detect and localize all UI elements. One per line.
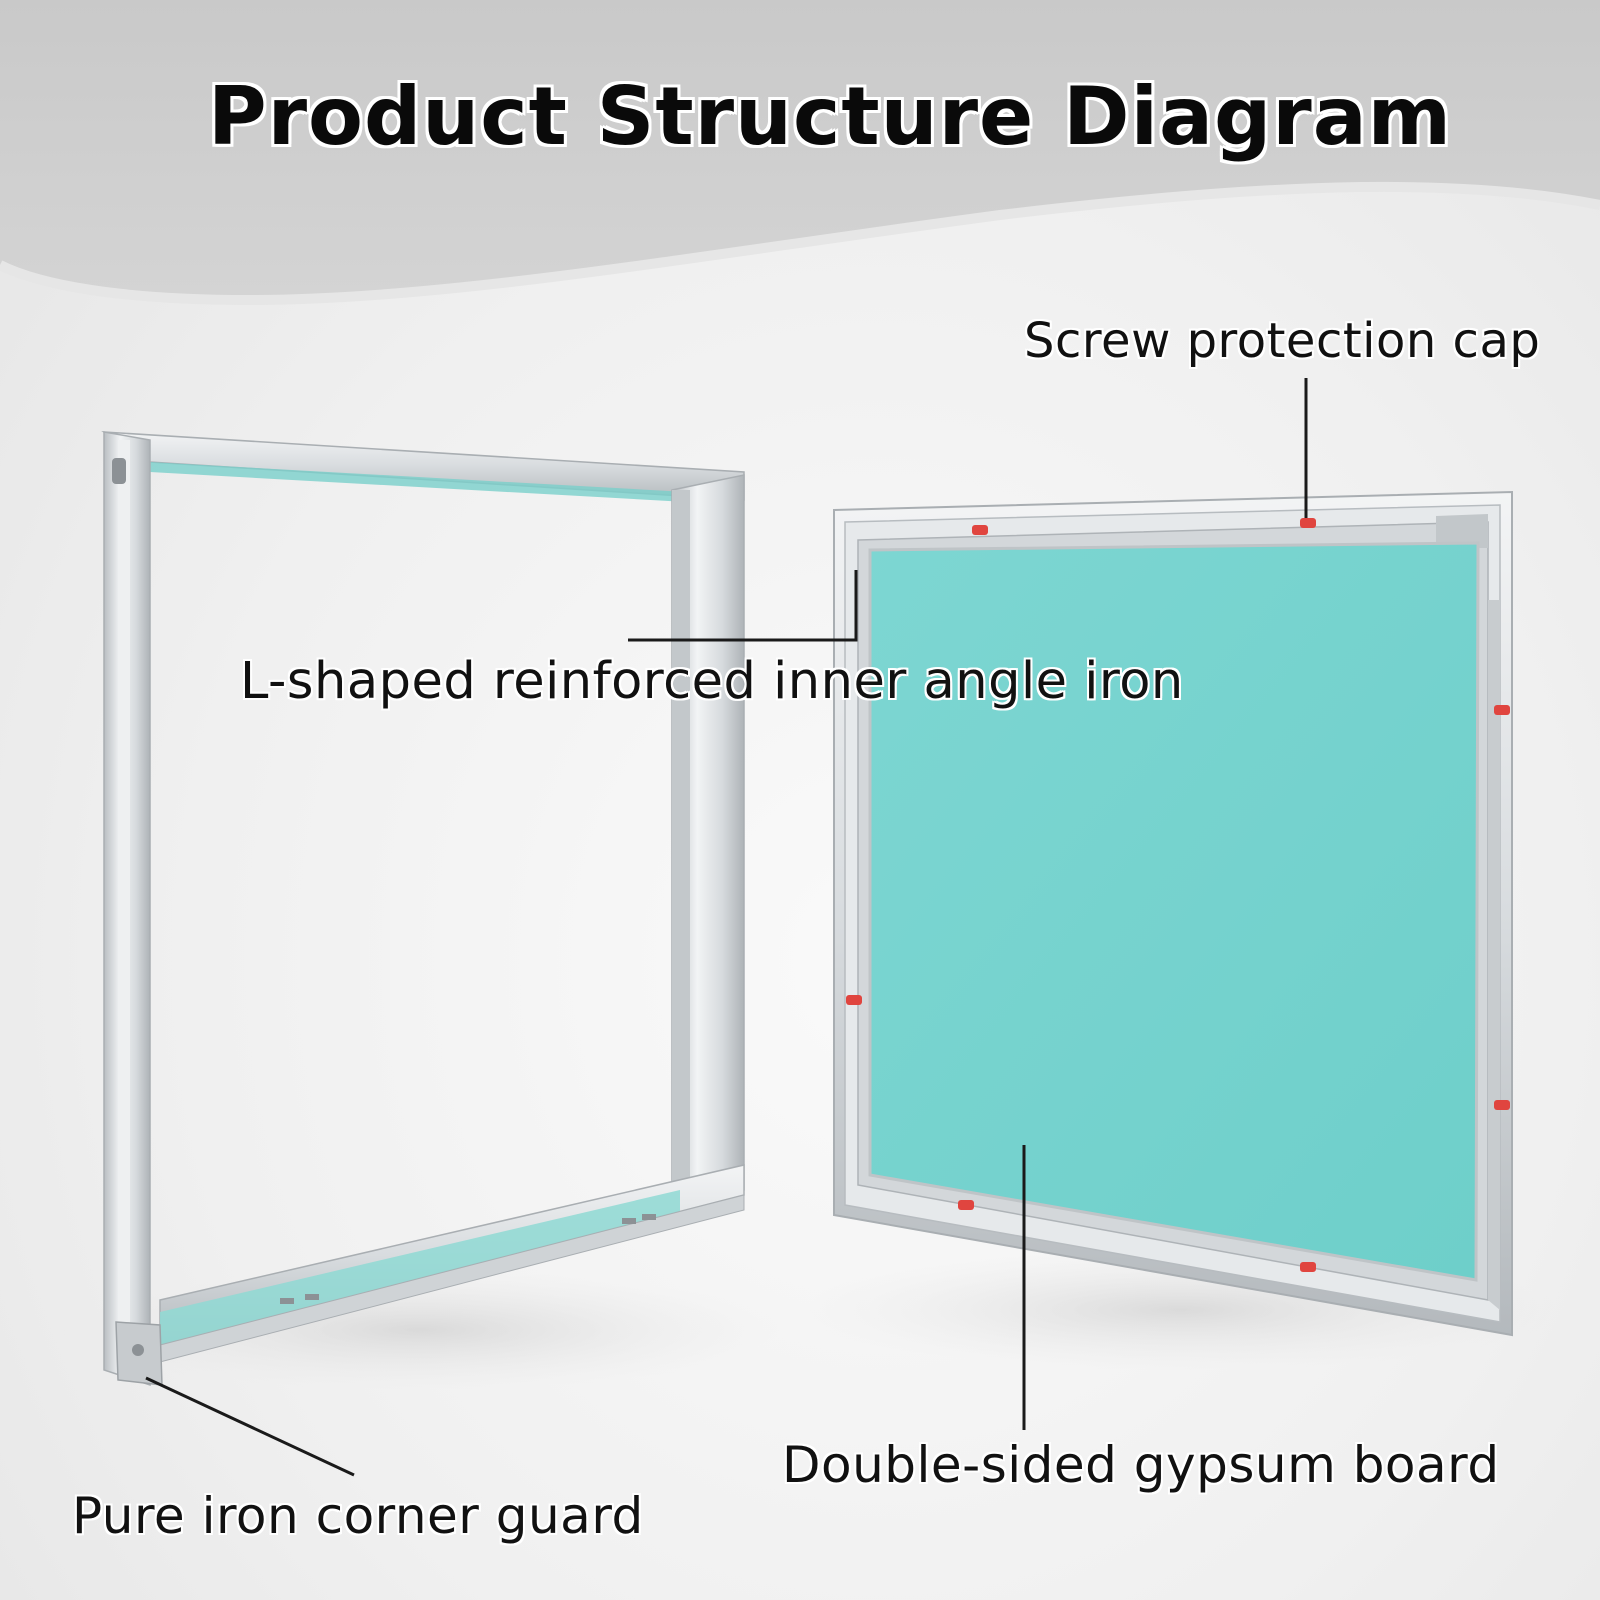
callout-lines (145, 378, 1308, 1477)
gypsum-board-face (868, 541, 1480, 1282)
header-band (0, 0, 1600, 300)
access-panel (833, 490, 1513, 1337)
leader-corner-guard (145, 1376, 355, 1477)
label-gypsum-board: Double-sided gypsum board (782, 1436, 1500, 1494)
label-corner-guard: Pure iron corner guard (72, 1487, 644, 1545)
screw-caps (846, 518, 1510, 1272)
label-screw-protection-cap: Screw protection cap (1024, 313, 1541, 369)
page-title: Product Structure Diagram (207, 70, 1453, 163)
header-band-edge (0, 181, 1600, 306)
outer-frame (101, 431, 745, 1387)
label-inner-angle-iron: L-shaped reinforced inner angle iron (240, 652, 1184, 711)
leader-angle-iron (628, 575, 858, 642)
